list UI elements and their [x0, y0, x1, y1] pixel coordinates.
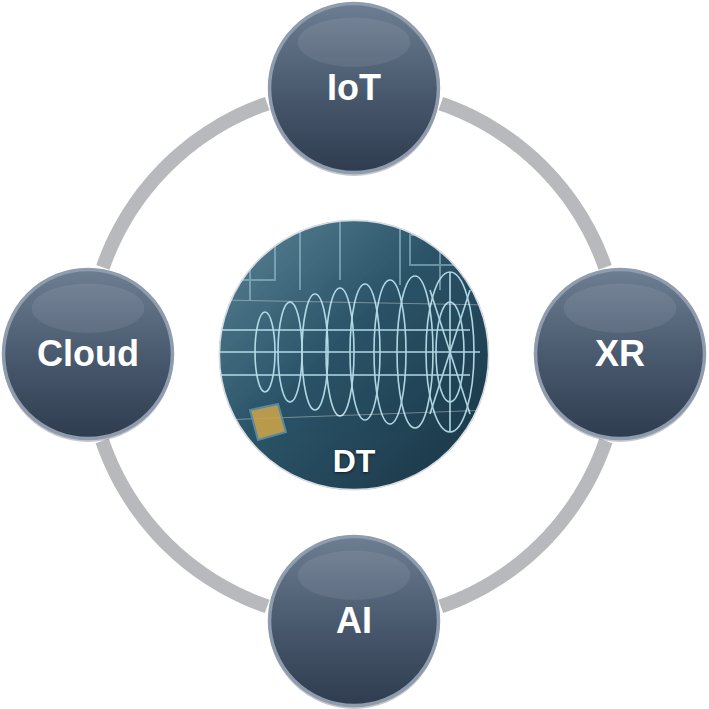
digital-twin-circle: DT: [218, 219, 490, 491]
disc-fill: [270, 4, 439, 173]
disc-fill: [536, 270, 705, 439]
disc-highlight: [32, 284, 145, 333]
ring-arc: [103, 104, 267, 268]
disc-highlight: [298, 18, 411, 67]
ring-arc: [102, 441, 267, 607]
twin-label: DT: [333, 444, 376, 479]
ring-arc: [441, 104, 605, 268]
disc-highlight: [298, 551, 411, 600]
technology-label: AI: [336, 601, 372, 641]
technology-circle: IoT: [266, 0, 442, 176]
technology-circle: Cloud: [0, 266, 176, 442]
disc-highlight: [564, 284, 677, 333]
technology-label: XR: [595, 334, 645, 374]
ring-arc: [441, 441, 606, 607]
technology-label: Cloud: [37, 334, 139, 374]
technology-circle: AI: [266, 533, 442, 709]
technology-circle: XR: [532, 266, 708, 442]
disc-fill: [270, 537, 439, 706]
twin-rim: [219, 220, 488, 489]
disc-fill: [4, 270, 173, 439]
turbine-picture: [219, 220, 490, 491]
technology-label: IoT: [327, 68, 381, 108]
